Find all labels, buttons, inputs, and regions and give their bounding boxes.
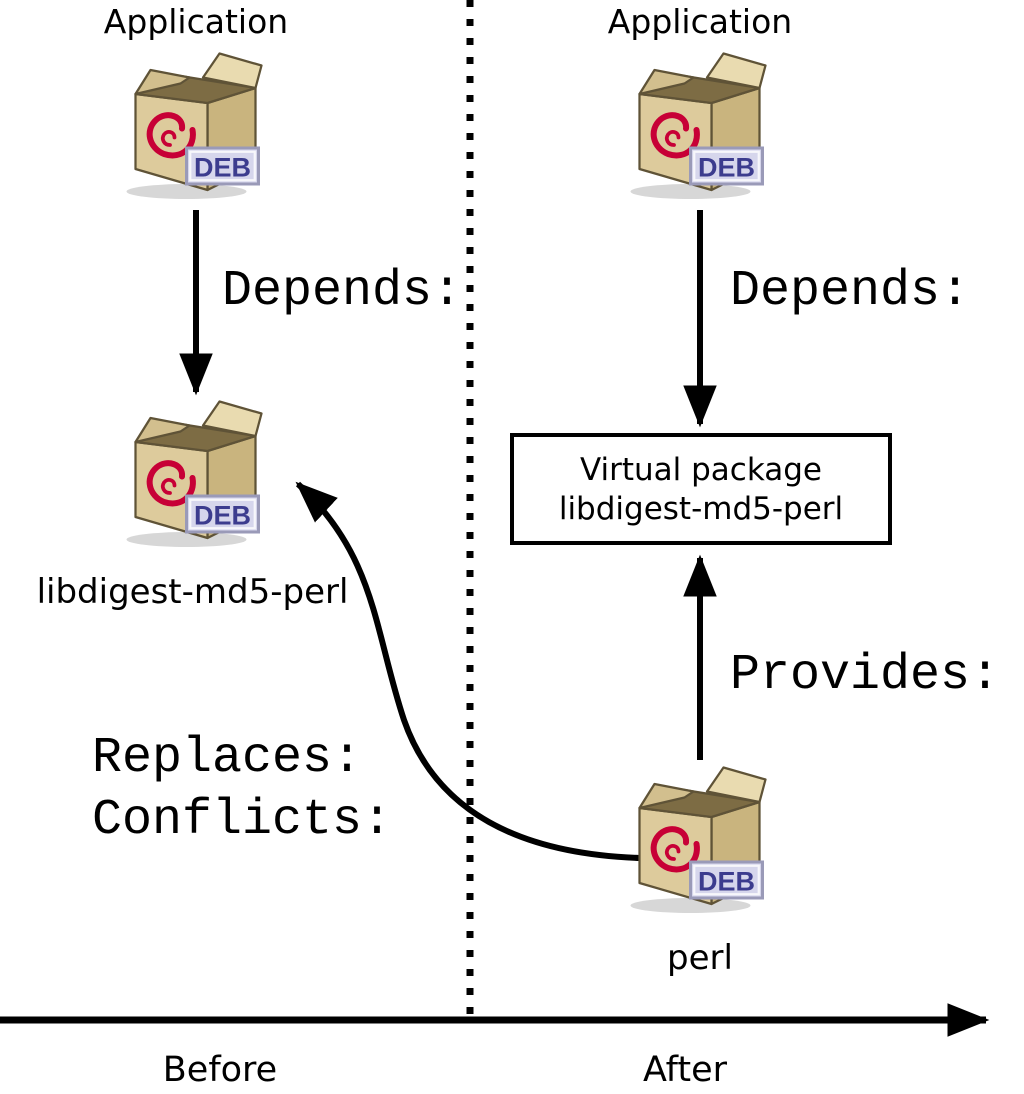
axis-before-label: Before: [162, 1050, 278, 1090]
deb-package-icon-left-app: [127, 54, 262, 200]
deb-package-icon-libdigest: [127, 402, 262, 548]
conflicts-label: Conflicts:: [92, 792, 393, 849]
perl-package-label: perl: [667, 938, 733, 978]
provides-label: Provides:: [730, 647, 1001, 704]
replaces-conflicts-arrow: [295, 481, 641, 861]
deb-package-icon-perl: [631, 768, 766, 914]
virtual-package-line1: Virtual package: [579, 451, 823, 488]
depends-label-after: Depends:: [730, 263, 971, 320]
replaces-label: Replaces:: [92, 730, 363, 787]
virtual-package-line2: libdigest-md5-perl: [558, 490, 844, 527]
virtual-package-box: Virtual package libdigest-md5-perl: [510, 433, 892, 545]
depends-label-before: Depends:: [222, 263, 463, 320]
application-label-after: Application: [607, 2, 793, 41]
deb-package-icon-right-app: [631, 54, 766, 200]
libdigest-package-label: libdigest-md5-perl: [36, 572, 349, 612]
axis-after-label: After: [642, 1050, 728, 1090]
application-label-before: Application: [103, 2, 289, 41]
